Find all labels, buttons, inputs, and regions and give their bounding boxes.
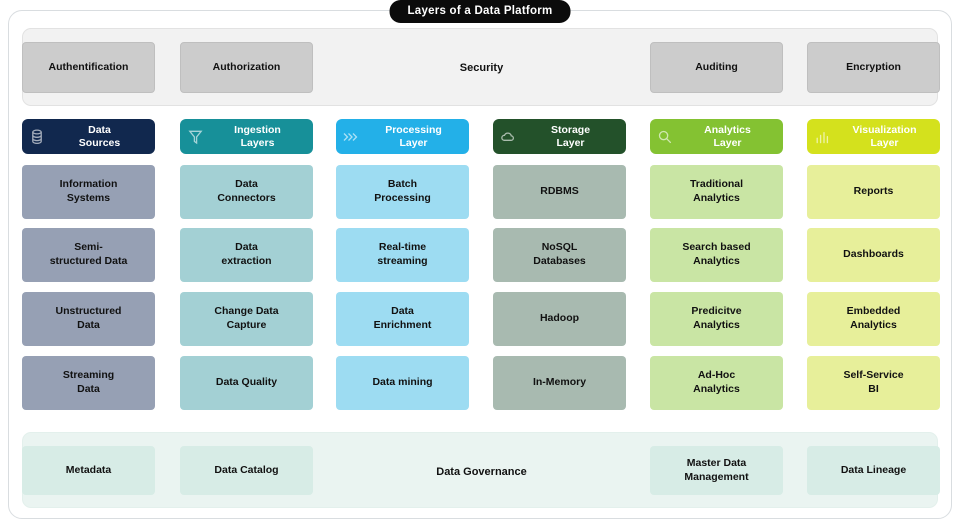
grid-cell[interactable]: Real-time streaming [336,228,469,282]
chevrons-right-icon [336,129,366,145]
grid-cell[interactable]: Unstructured Data [22,292,155,346]
column-header-5[interactable]: Analytics Layer [650,119,783,154]
grid-cell[interactable]: Semi- structured Data [22,228,155,282]
database-icon [22,128,52,145]
grid-cell[interactable]: Data Quality [180,356,313,410]
column-header-6[interactable]: Visualization Layer [807,119,940,154]
grid-cell[interactable]: Streaming Data [22,356,155,410]
column-header-1[interactable]: Data Sources [22,119,155,154]
grid-cell[interactable]: Ad-Hoc Analytics [650,356,783,410]
bar-chart-icon [807,129,837,145]
grid-cell[interactable]: RDBMS [493,165,626,219]
grid-cell[interactable]: Data Enrichment [336,292,469,346]
column-header-label: Processing Layer [385,123,442,149]
grid-cell[interactable]: Traditional Analytics [650,165,783,219]
security-chip[interactable]: Encryption [807,42,940,93]
governance-band [22,432,938,508]
grid-cell[interactable]: Search based Analytics [650,228,783,282]
governance-chip[interactable]: Metadata [22,446,155,495]
grid-cell[interactable]: Batch Processing [336,165,469,219]
security-band [22,28,938,106]
governance-chip[interactable]: Data Catalog [180,446,313,495]
grid-cell[interactable]: Change Data Capture [180,292,313,346]
security-chip[interactable]: Authentification [22,42,155,93]
grid-cell[interactable]: NoSQL Databases [493,228,626,282]
column-header-3[interactable]: Processing Layer [336,119,469,154]
security-chip[interactable]: Authorization [180,42,313,93]
column-header-label: Analytics Layer [704,123,751,149]
grid-cell[interactable]: Data extraction [180,228,313,282]
governance-chip[interactable]: Master Data Management [650,446,783,495]
grid-cell[interactable]: Hadoop [493,292,626,346]
column-header-label: Visualization Layer [852,123,917,149]
column-header-label: Ingestion Layers [234,123,281,149]
security-band-label: Security [459,62,504,74]
grid-cell[interactable]: Self-Service BI [807,356,940,410]
funnel-icon [180,129,210,145]
governance-chip[interactable]: Data Lineage [807,446,940,495]
governance-band-label: Data Governance [436,466,527,478]
cloud-icon [493,129,523,145]
diagram-title: Layers of a Data Platform [389,0,571,23]
grid-cell[interactable]: Information Systems [22,165,155,219]
column-header-4[interactable]: Storage Layer [493,119,626,154]
column-header-2[interactable]: Ingestion Layers [180,119,313,154]
grid-cell[interactable]: In-Memory [493,356,626,410]
grid-cell[interactable]: Embedded Analytics [807,292,940,346]
magnifier-icon [650,129,680,145]
grid-cell[interactable]: Data mining [336,356,469,410]
grid-cell[interactable]: Predicitve Analytics [650,292,783,346]
grid-cell[interactable]: Data Connectors [180,165,313,219]
column-header-label: Data Sources [78,123,121,149]
column-header-label: Storage Layer [550,123,591,149]
grid-cell[interactable]: Reports [807,165,940,219]
grid-cell[interactable]: Dashboards [807,228,940,282]
security-chip[interactable]: Auditing [650,42,783,93]
